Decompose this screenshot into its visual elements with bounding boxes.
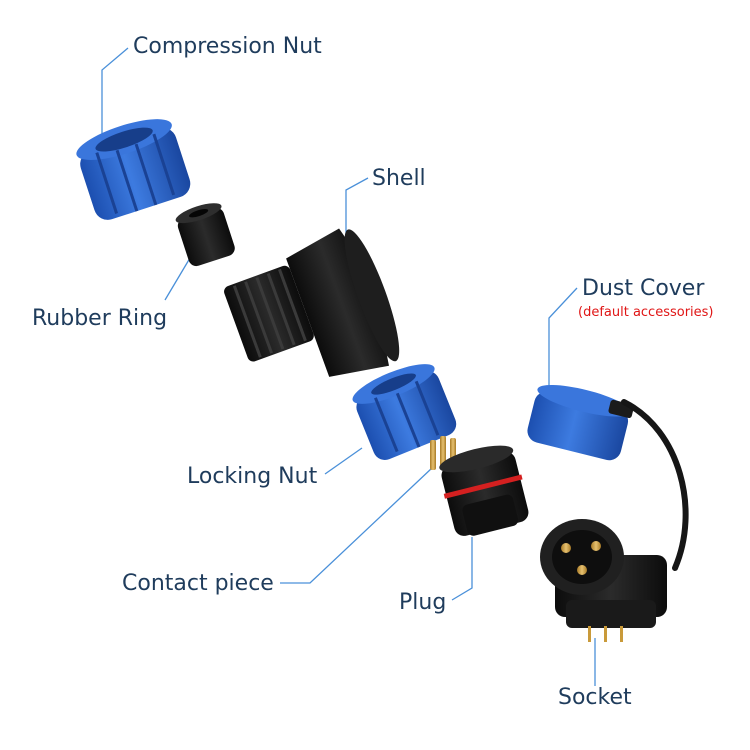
label-contact-piece: Contact piece (122, 571, 274, 596)
rubber-ring-part (175, 203, 235, 267)
label-rubber-ring: Rubber Ring (32, 306, 168, 331)
shell-part (224, 228, 400, 377)
leader-compression-nut (101, 47, 129, 140)
plug-part (439, 445, 529, 536)
socket-part (540, 519, 667, 642)
leader-dust-cover (548, 287, 578, 392)
dust-cover-part (527, 384, 689, 571)
label-socket: Socket (558, 685, 632, 710)
label-locking-nut: Locking Nut (187, 464, 318, 489)
locking-nut-part (352, 364, 457, 460)
label-dust-cover-note: (default accessories) (578, 305, 714, 320)
label-compression-nut: Compression Nut (133, 34, 322, 59)
label-plug: Plug (399, 590, 447, 615)
leader-rubber-ring (164, 257, 191, 301)
leader-lines (101, 47, 596, 686)
label-shell: Shell (372, 166, 426, 191)
leader-locking-nut (324, 447, 363, 475)
leader-contact-piece (280, 467, 433, 584)
label-dust-cover: Dust Cover (582, 276, 705, 301)
leader-plug (451, 537, 473, 601)
compression-nut-part (76, 119, 191, 220)
